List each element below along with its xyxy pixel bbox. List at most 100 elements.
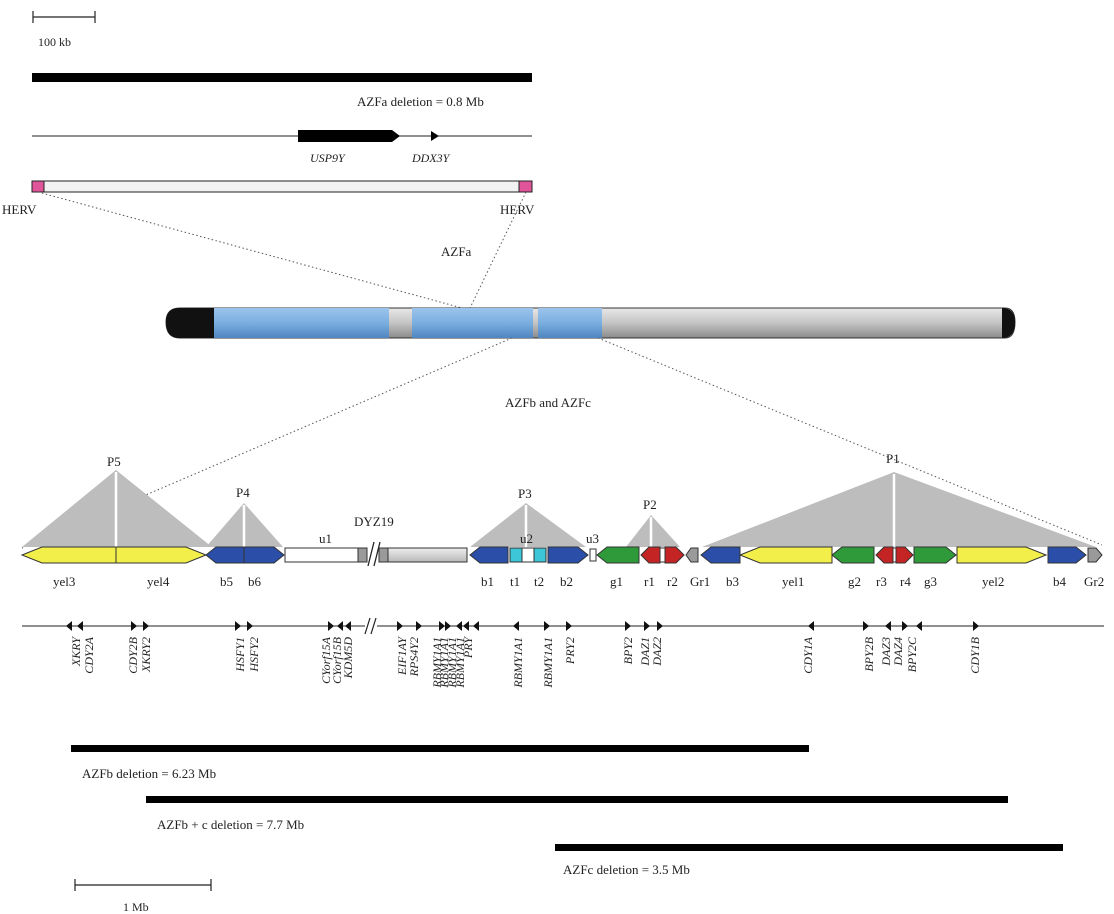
gene-label-usp9y: USP9Y (310, 151, 346, 165)
amplicon-t1 (509, 547, 523, 563)
gene-marker (143, 621, 149, 631)
amp-label: yel4 (147, 574, 170, 589)
gene-label: RBMY1A1 (437, 637, 451, 689)
amplicon-b6 (243, 546, 285, 564)
gene-label: CDY1A (801, 636, 815, 673)
gene-marker (544, 621, 550, 631)
gene-label: RBMY1A1 (453, 637, 467, 689)
amplicon-g1 (596, 546, 640, 564)
gene-label: PRY2 (563, 637, 577, 665)
amp-label: yel2 (982, 574, 1004, 589)
gene-marker (456, 621, 462, 631)
gene-marker (902, 621, 908, 631)
amplicon-labels: yel3 yel4 b5 b6 b1 t1 t2 b2 g1 r1 r2 Gr1… (53, 574, 1104, 589)
azfa-deletion-label: AZFa deletion = 0.8 Mb (357, 94, 484, 109)
amplicon-u3 (589, 548, 597, 562)
amp-label: b2 (560, 574, 573, 589)
amp-label: b5 (220, 574, 233, 589)
gene-label: RBMY1A1 (511, 637, 525, 689)
amplicon-u2 (521, 547, 535, 563)
gene-label: EIF1AY (395, 636, 409, 676)
gene-marker (657, 621, 663, 631)
palindrome-axes (114, 472, 896, 547)
gene-label: CDY1B (968, 636, 982, 673)
gene-label: XKRY2 (139, 637, 153, 673)
gene-label: DAZ1 (638, 637, 652, 667)
gene-label: PRY (461, 636, 475, 659)
amplicon-gr2 (1087, 547, 1103, 563)
gene-label: BPY2B (862, 636, 876, 671)
gene-marker (77, 621, 83, 631)
gene-label: BPY2 (621, 637, 635, 664)
azfb-deletion-bar (71, 745, 809, 752)
gene-marker (808, 621, 814, 631)
azfa-deletion-bar (32, 73, 532, 82)
amplicon-yel2 (956, 546, 1048, 564)
gene-label: DAZ4 (891, 637, 905, 667)
scale-bar-bottom (74, 879, 212, 891)
gene-label: HSFY2 (247, 637, 261, 673)
amplicon-t2 (533, 547, 547, 563)
gene-marker (66, 621, 72, 631)
amplicon-b5 (205, 546, 245, 564)
gene-marker (463, 621, 469, 631)
palindrome-p5: P5 (107, 454, 121, 469)
dyz19-break (367, 541, 381, 567)
amp-label: r1 (644, 574, 655, 589)
azfbc-deletion-label: AZFb + c deletion = 7.7 Mb (157, 817, 304, 832)
amplicon-b3 (700, 546, 741, 564)
scale-label-bottom: 1 Mb (123, 900, 149, 914)
gene-label: RPS4Y2 (407, 637, 421, 677)
amplicon-u1 (284, 547, 359, 563)
amplicon-u1-grey (357, 547, 368, 563)
herv-left-box (31, 180, 45, 193)
gene-marker (397, 621, 403, 631)
gene-marker (644, 621, 650, 631)
herv-right-box (518, 180, 533, 193)
amplicon-g3 (913, 546, 957, 564)
amp-label: b4 (1053, 574, 1067, 589)
gene-label: KDM5D (341, 637, 355, 680)
amplicon-dyz19-box (387, 547, 468, 563)
amplicon-g2 (831, 546, 875, 564)
amp-label: g2 (848, 574, 861, 589)
gene-marker (235, 621, 241, 631)
herv-left-label: HERV (2, 202, 37, 217)
amp-label: Gr1 (690, 574, 710, 589)
amp-label: b3 (726, 574, 739, 589)
u2-label: u2 (520, 531, 533, 546)
amp-label: g3 (924, 574, 937, 589)
amp-label: r3 (876, 574, 887, 589)
gene-label: DAZ3 (879, 637, 893, 667)
u1-label: u1 (319, 531, 332, 546)
gene-label: RBMY1A1 (445, 637, 459, 689)
gene-marker (131, 621, 137, 631)
azfc-deletion-bar (555, 844, 1063, 851)
gene-label: RBMY1A1 (541, 637, 555, 689)
ddx3y-gene-arrow (431, 131, 439, 141)
gene-marker (345, 621, 351, 631)
palindrome-p2: P2 (643, 497, 657, 512)
amplicon-r3 (875, 546, 894, 564)
amp-label: b1 (481, 574, 494, 589)
palindromes (22, 470, 1096, 547)
dyz19-label: DYZ19 (354, 514, 394, 529)
amplicon-yel4 (115, 546, 208, 564)
amplicon-yel3 (20, 546, 117, 564)
amplicon-r4 (895, 546, 914, 564)
amp-label: Gr2 (1084, 574, 1104, 589)
azfa-herv-interval (31, 180, 533, 193)
amp-label: r4 (900, 574, 911, 589)
gene-label-ddx3y: DDX3Y (411, 151, 451, 165)
gene-label: RBMY1A1 (430, 637, 444, 689)
azfa-zoom-lines (37, 191, 527, 309)
u3-label: u3 (586, 531, 599, 546)
azfc-deletion-label: AZFc deletion = 3.5 Mb (563, 862, 690, 877)
gene-label: XKRY (69, 636, 83, 667)
scale-bar-top (32, 11, 96, 23)
palindrome-p4: P4 (236, 485, 250, 500)
usp9y-gene-arrow (298, 130, 400, 142)
gene-marker (416, 621, 422, 631)
amp-label: t2 (534, 574, 544, 589)
